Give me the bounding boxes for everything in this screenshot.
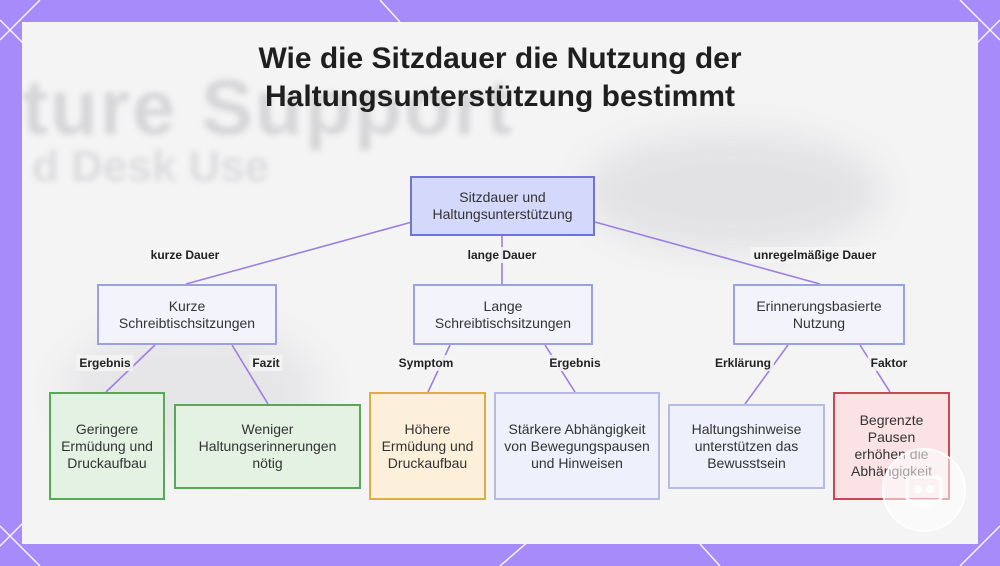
title-line-2: Haltungsunterstützung bestimmt: [265, 80, 735, 113]
node-root: Sitzdauer und Haltungsunterstützung: [410, 176, 595, 236]
node-short-sessions: Kurze Schreibtischsitzungen: [97, 284, 277, 345]
title-line-1: Wie die Sitzdauer die Nutzung der: [258, 42, 742, 75]
background-ghost-subtext: d Desk Use: [32, 142, 270, 191]
node-awareness: Haltungshinweise unterstützen das Bewuss…: [668, 404, 825, 489]
edge-label-long-symptom: Symptom: [395, 355, 457, 371]
node-more-fatigue: Höhere Ermüdung und Druckaufbau: [369, 392, 486, 500]
node-more-dependence: Stärkere Abhängigkeit von Bewegungspause…: [494, 392, 660, 500]
node-fewer-reminders: Weniger Haltungserinnerungen nötig: [174, 404, 361, 489]
edge-label-reminder-factor: Faktor: [867, 355, 911, 371]
background-ghost-text: ture Support: [22, 63, 514, 151]
edge-label-short-conclusion: Fazit: [249, 355, 283, 371]
edge-label-short-duration: kurze Dauer: [147, 247, 223, 263]
edge-label-irregular-duration: unregelmäßige Dauer: [750, 247, 880, 263]
edge-label-long-result: Ergebnis: [546, 355, 604, 371]
node-long-sessions: Lange Schreibtischsitzungen: [413, 284, 593, 345]
brand-logo-glyph: [905, 475, 943, 507]
edge-label-long-duration: lange Dauer: [464, 247, 540, 263]
edge-label-reminder-explanation: Erklärung: [711, 355, 775, 371]
page-title: Wie die Sitzdauer die Nutzung der Haltun…: [0, 40, 1000, 116]
edge-label-short-result: Ergebnis: [76, 355, 134, 371]
node-less-fatigue: Geringere Ermüdung und Druckaufbau: [49, 392, 165, 500]
node-reminder-usage: Erinnerungsbasierte Nutzung: [733, 284, 905, 345]
brand-logo-icon: [882, 448, 966, 532]
